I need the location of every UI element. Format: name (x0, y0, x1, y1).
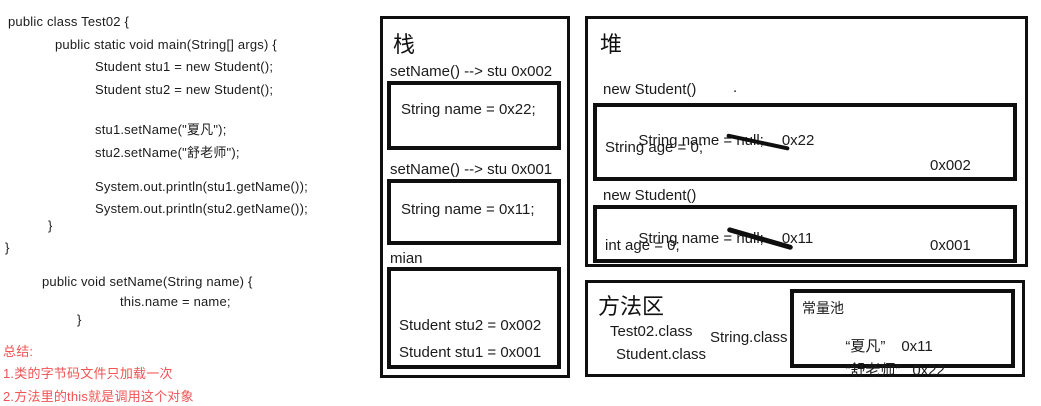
method-area-title: 方法区 (598, 294, 665, 319)
heap-object-0x001: String name = null; 0x11 int age = 0; 0x0… (593, 205, 1017, 263)
class-file-student: Student.class (616, 346, 707, 363)
code-line: public void setName(String name) { (42, 274, 253, 289)
stack-frame-setname-stu2: String name = 0x22; (387, 81, 561, 150)
stack-frame2-value: String name = 0x11; (401, 201, 535, 218)
class-file-test02: Test02.class (610, 323, 693, 340)
code-line: stu1.setName("夏凡"); (95, 122, 227, 137)
heap-obj1-name-prefix: String name = (638, 132, 737, 149)
code-line: stu2.setName("舒老师"); (95, 145, 240, 160)
code-line: public static void main(String[] args) { (55, 37, 277, 52)
summary-line: 2.方法里的this就是调用这个对象 (3, 389, 194, 404)
stack-var-stu1: Student stu1 = 0x001 (399, 344, 542, 361)
code-line: System.out.println(stu2.getName()); (95, 201, 308, 216)
stray-dot: . (733, 79, 738, 96)
struck-null-value: null; (736, 132, 764, 149)
method-area-panel: 方法区 Test02.class String.class Student.cl… (585, 280, 1025, 379)
heap-obj1-address: 0x002 (930, 157, 971, 174)
heap-obj2-name-prefix: String name = (638, 230, 737, 247)
ref-0x11: 0x11 (901, 338, 933, 355)
heap-panel: 堆 new Student() . String name = null; 0x2… (585, 16, 1028, 267)
code-line: Student stu2 = new Student(); (95, 82, 274, 97)
stack-frame1-value: String name = 0x22; (401, 101, 536, 118)
code-line: } (77, 312, 82, 327)
code-line: this.name = name; (120, 294, 231, 309)
code-line: } (5, 240, 10, 255)
heap-object2-label: new Student() (603, 187, 697, 204)
literal-shulaoshi: “舒老师” (845, 362, 901, 379)
constant-pool-entry: “夏凡” 0x11 (812, 318, 933, 373)
stack-frame-setname-stu1: String name = 0x11; (387, 179, 561, 245)
heap-obj1-name-ref: 0x22 (781, 132, 815, 149)
constant-pool-entry: “舒老师” 0x22 (812, 342, 945, 397)
stack-frame3-label: mian (390, 250, 423, 267)
struck-null-value: null; (736, 230, 764, 247)
code-line: Student stu1 = new Student(); (95, 59, 274, 74)
stack-frame2-label: setName() --> stu 0x001 (390, 161, 553, 178)
heap-object-0x002: String name = null;0x22 String age = 0; … (593, 103, 1017, 181)
heap-obj2-name-line: String name = null; 0x11 (605, 213, 813, 264)
heap-obj2-age-line: int age = 0; (605, 237, 680, 254)
stack-frame-main: Student stu2 = 0x002 Student stu1 = 0x00… (387, 267, 561, 369)
heap-obj1-age-line: String age = 0; (605, 139, 703, 156)
summary-title: 总结: (3, 344, 34, 359)
heap-obj1-name-line: String name = null; 0x22 (605, 115, 814, 166)
summary-line: 1.类的字节码文件只加载一次 (3, 366, 173, 381)
heap-obj2-name-ref: 0x11 (781, 230, 814, 247)
ref-0x22: 0x22 (912, 362, 945, 379)
constant-pool-title: 常量池 (802, 300, 844, 316)
stack-title: 栈 (393, 32, 416, 57)
heap-object1-label: new Student() (603, 81, 697, 98)
stack-frame1-label: setName() --> stu 0x002 (390, 63, 553, 80)
code-line: } (48, 218, 53, 233)
heap-obj2-address: 0x001 (930, 237, 971, 254)
code-line: System.out.println(stu1.getName()); (95, 179, 308, 194)
stack-panel: 栈 setName() --> stu 0x002 String name = … (380, 16, 570, 378)
literal-xiafan: “夏凡” (845, 338, 886, 355)
code-line: public class Test02 { (8, 14, 130, 29)
heap-title: 堆 (600, 32, 623, 57)
constant-pool-box: 常量池 “夏凡” 0x11 “舒老师” 0x22 (790, 289, 1015, 379)
class-file-string: String.class (710, 329, 788, 346)
stack-var-stu2: Student stu2 = 0x002 (399, 317, 542, 334)
